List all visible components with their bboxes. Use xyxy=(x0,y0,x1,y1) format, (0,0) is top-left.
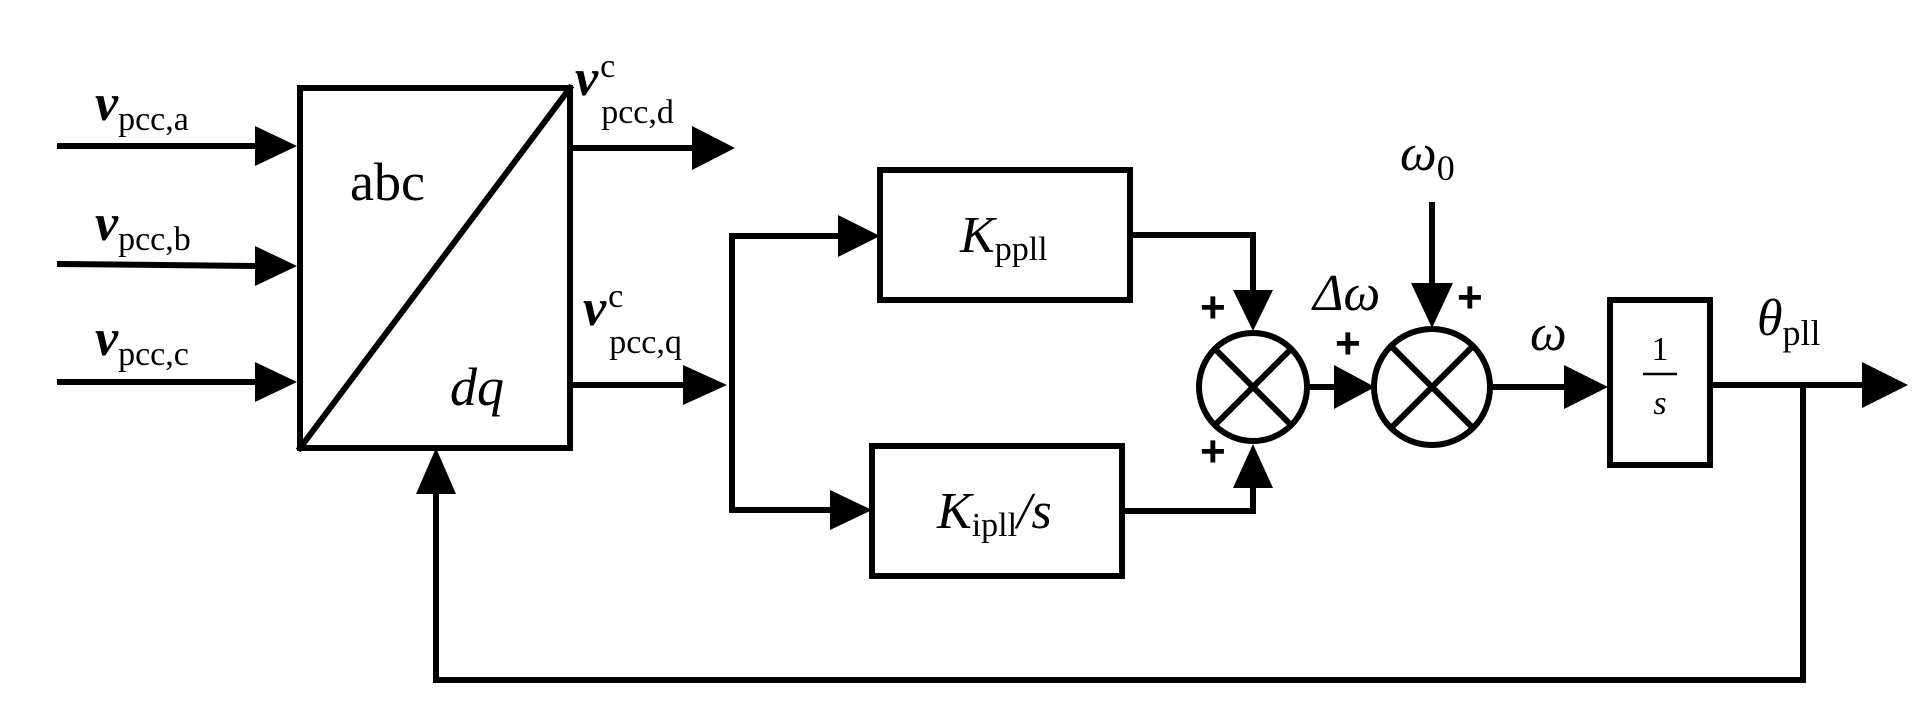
kppll-label: Kppll xyxy=(959,207,1048,268)
sum2-left-sign: + xyxy=(1335,319,1361,368)
input-label-a: vpcc,a xyxy=(95,75,189,138)
kppll-gain-block xyxy=(877,167,1133,303)
input-arrow-c xyxy=(255,362,297,402)
integrator-denominator: s xyxy=(1653,385,1666,422)
sum2-junction xyxy=(1371,326,1493,448)
sum2-left-arrow xyxy=(1334,365,1375,409)
input-label-b: vpcc,b xyxy=(95,195,191,258)
input-label-c: vpcc,c xyxy=(95,310,189,373)
input-arrow-a xyxy=(255,126,297,166)
feedback-arrow xyxy=(416,448,456,494)
sum1-top-arrow xyxy=(1233,290,1273,331)
omega-label: ω xyxy=(1530,305,1567,362)
kppll-to-sum1-wire xyxy=(1127,232,1256,298)
output-arrow-q xyxy=(683,365,727,405)
theta-output-arrow xyxy=(1862,362,1908,408)
sum1-junction xyxy=(1196,330,1310,444)
sum2-top-arrow xyxy=(1411,283,1453,328)
sum2-top-sign: + xyxy=(1457,273,1483,322)
transform-label-dq: dq xyxy=(450,357,504,417)
sum1-top-sign: + xyxy=(1200,283,1226,332)
branch-lower-arrow xyxy=(830,490,872,530)
integrator-numerator: 1 xyxy=(1652,331,1669,368)
transform-label-abc: abc xyxy=(350,152,425,212)
delta-omega-label: Δω xyxy=(1311,265,1380,322)
branch-upper-arrow xyxy=(838,215,880,257)
kipll-label: Kipll/s xyxy=(936,483,1052,544)
theta-label: θpll xyxy=(1757,290,1821,353)
sum1-bottom-arrow xyxy=(1233,444,1273,488)
kipll-to-sum1-wire xyxy=(1119,477,1256,514)
integrator-block xyxy=(1607,297,1713,468)
output-arrow-d xyxy=(692,126,735,170)
omega0-label: ω0 xyxy=(1400,125,1455,188)
input-line-b xyxy=(56,260,262,270)
input-arrow-b xyxy=(255,246,297,286)
sum1-bottom-sign: + xyxy=(1200,427,1226,476)
feedback-loop-wire xyxy=(433,382,1806,683)
transform-diagonal xyxy=(295,83,575,453)
integrator-input-arrow xyxy=(1564,365,1608,409)
